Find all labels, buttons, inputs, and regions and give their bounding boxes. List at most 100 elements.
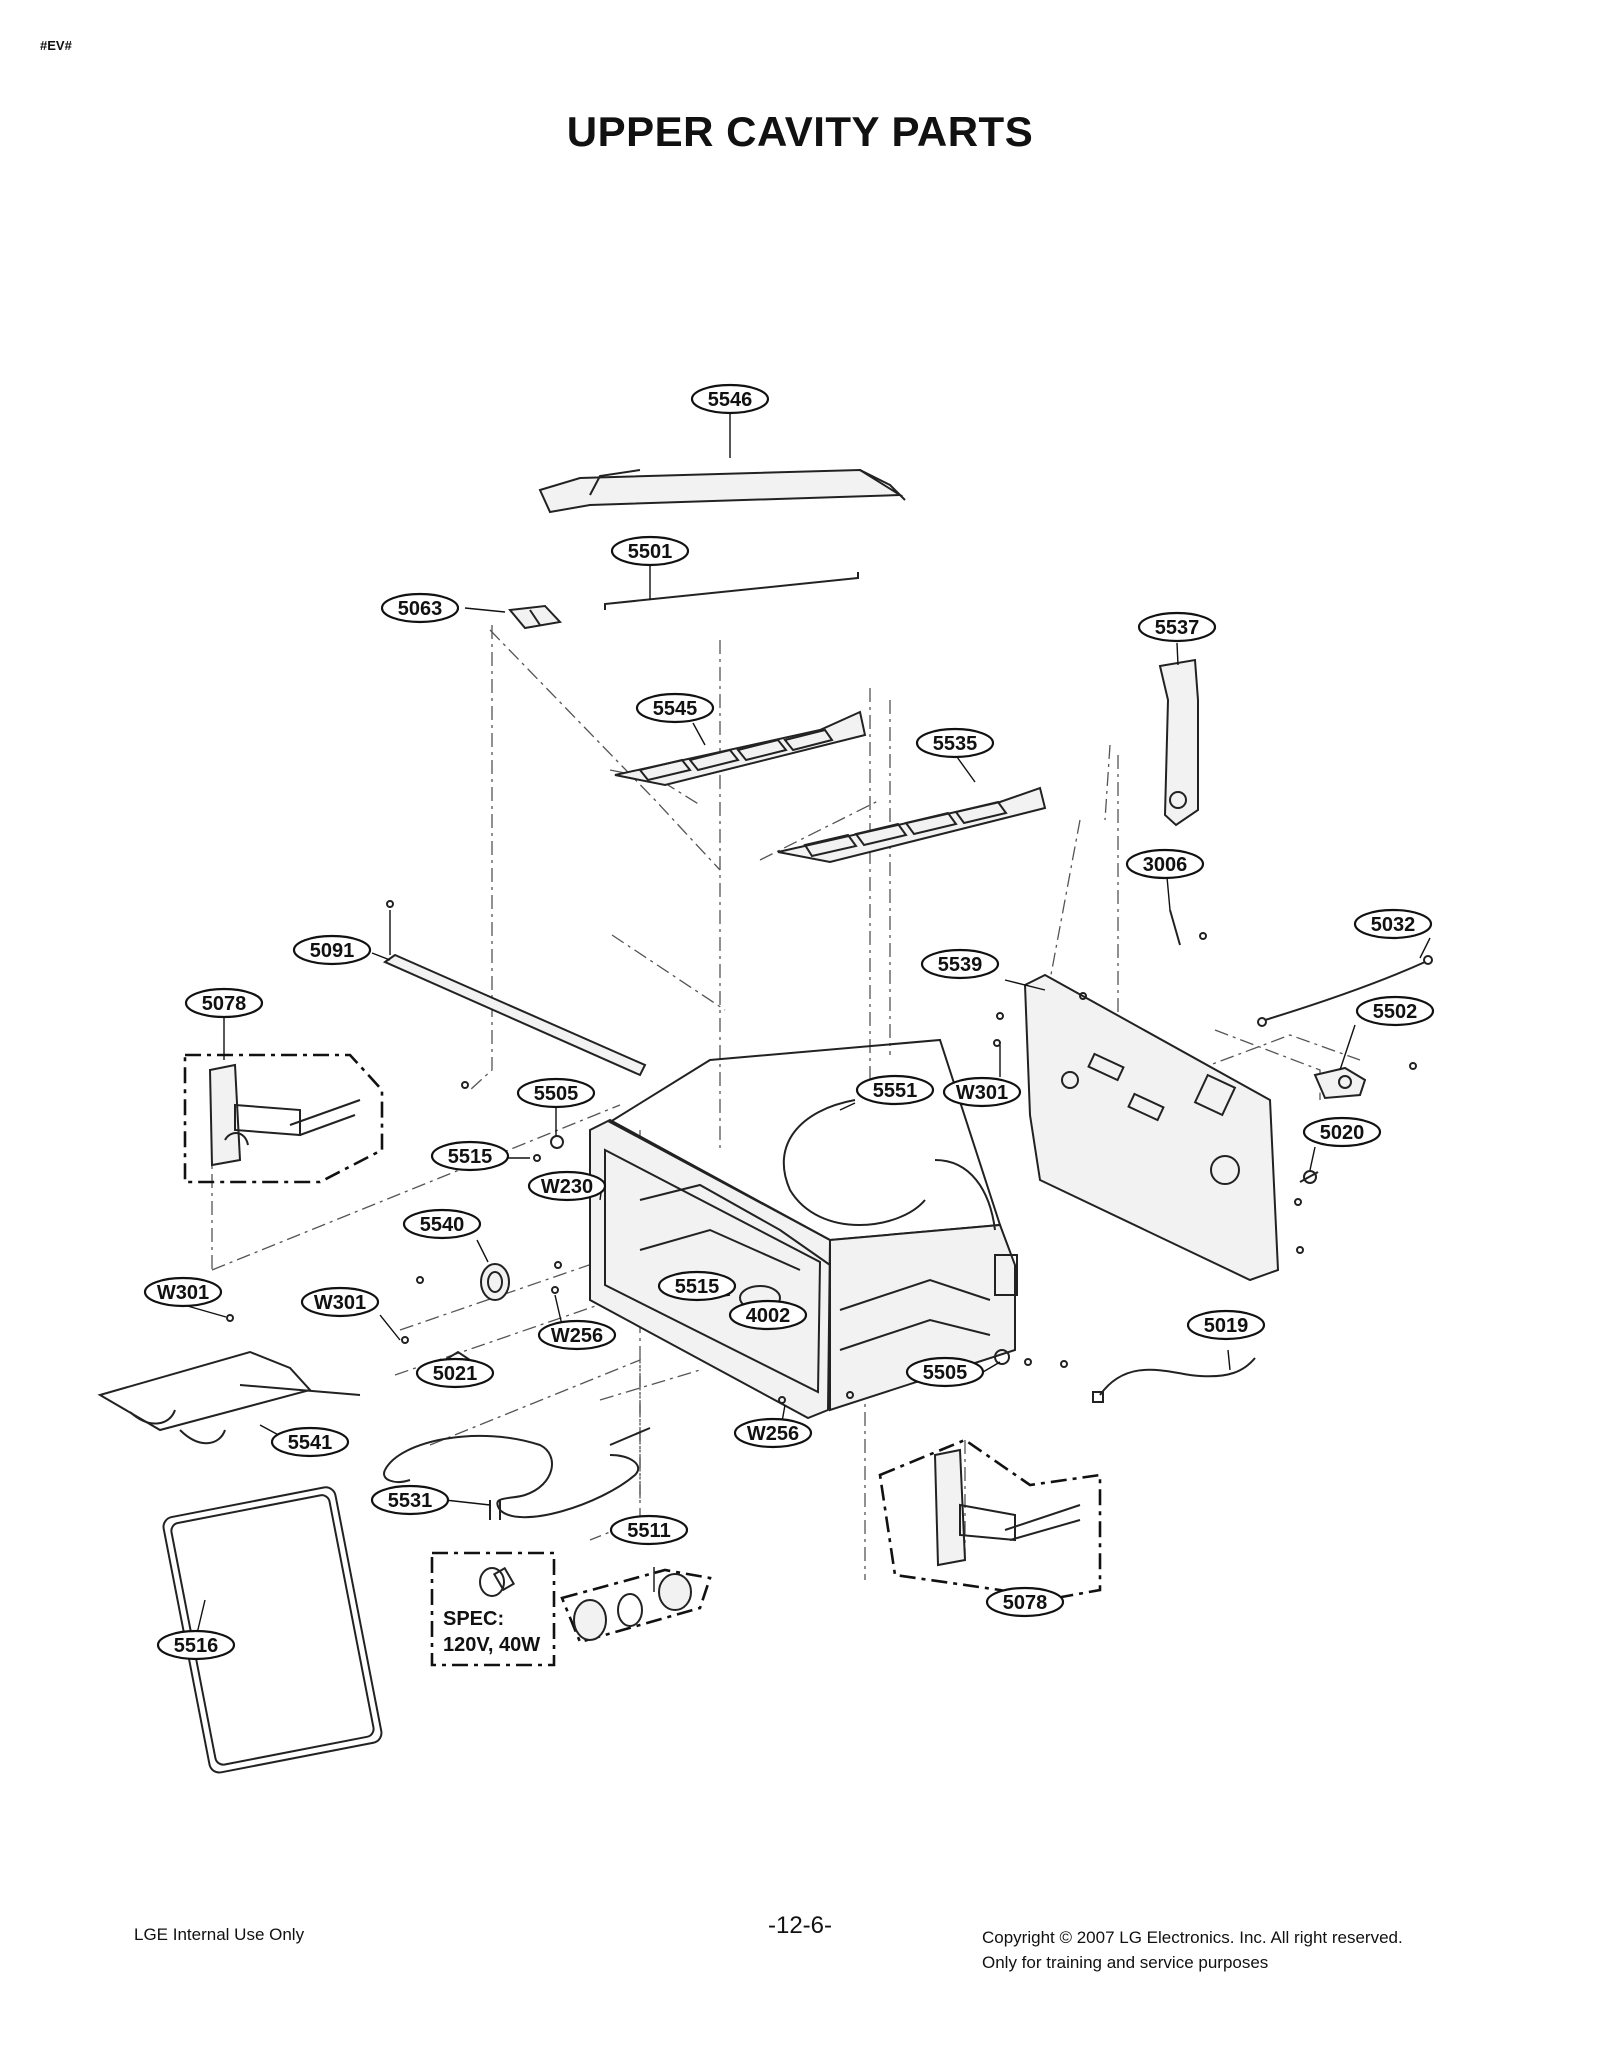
callout-ellipse <box>370 1484 450 1516</box>
callout-ellipse <box>430 1140 510 1172</box>
callout-ellipse <box>1137 611 1217 643</box>
part-5091-rail <box>382 910 647 1077</box>
callout-label: 5546 <box>708 389 753 411</box>
callout-ellipse <box>733 1417 813 1449</box>
callout-5501: 5501 <box>610 535 690 567</box>
callout-label: 5505 <box>923 1362 968 1384</box>
callout-4002: 4002 <box>728 1299 808 1331</box>
callout-ellipse <box>1125 848 1205 880</box>
part-5546-top-bracket <box>538 468 906 514</box>
part-5541-broil-element <box>97 1350 361 1445</box>
part-5501-rod <box>604 572 859 610</box>
callout-5539: 5539 <box>920 948 1000 980</box>
callout-ellipse <box>728 1299 808 1331</box>
part-5078-hinge-right <box>878 1438 1102 1602</box>
callout-5516: 5516 <box>156 1629 236 1661</box>
callout-5091: 5091 <box>292 934 372 966</box>
callout-label: 5501 <box>628 541 673 563</box>
callout-label: 5540 <box>420 1214 465 1236</box>
callout-ellipse <box>1353 908 1433 940</box>
callout-ellipse <box>184 987 264 1019</box>
callout-5019: 5019 <box>1186 1309 1266 1341</box>
callout-5078: 5078 <box>985 1586 1065 1618</box>
callout-ellipse <box>690 383 770 415</box>
callout-ellipse <box>942 1076 1022 1108</box>
callout-5551: 5551 <box>855 1074 935 1106</box>
part-5539-back-panel <box>1023 973 1280 1282</box>
callout-5020: 5020 <box>1302 1116 1382 1148</box>
callout-5021: 5021 <box>415 1357 495 1389</box>
callout-5540: 5540 <box>402 1208 482 1240</box>
callout-label: 5502 <box>1373 1001 1418 1023</box>
spec-line-2: 120V, 40W <box>443 1634 540 1656</box>
callout-label: W256 <box>551 1325 603 1347</box>
callout-ellipse <box>380 592 460 624</box>
callout-ellipse <box>270 1426 350 1458</box>
callout-w256: W256 <box>537 1319 617 1351</box>
callout-label: 3006 <box>1143 854 1188 876</box>
callout-5546: 5546 <box>690 383 770 415</box>
part-5505-nut-2 <box>994 1349 1010 1365</box>
callout-5505: 5505 <box>516 1077 596 1109</box>
screws <box>226 900 1417 1404</box>
part-5540-lamp-socket <box>480 1263 510 1301</box>
callout-label: 5021 <box>433 1363 478 1385</box>
callout-ellipse <box>1302 1116 1382 1148</box>
spec-line-1: SPEC: <box>443 1608 504 1630</box>
part-5531-bake-element <box>383 1427 651 1520</box>
callout-ellipse <box>156 1629 236 1661</box>
callout-5515: 5515 <box>657 1270 737 1302</box>
spec-box: SPEC: 120V, 40W <box>430 1551 556 1667</box>
callout-5078: 5078 <box>184 987 264 1019</box>
callout-ellipse <box>657 1270 737 1302</box>
leader-lines <box>183 413 1431 1643</box>
callout-ellipse <box>292 934 372 966</box>
callout-ellipse <box>143 1276 223 1308</box>
part-5078-hinge-left <box>183 1053 384 1184</box>
callout-ellipse <box>635 692 715 724</box>
callout-5535: 5535 <box>915 727 995 759</box>
callout-label: 5537 <box>1155 617 1200 639</box>
callout-label: 5511 <box>627 1520 670 1542</box>
callout-label: 5516 <box>174 1635 219 1657</box>
part-5020-clip <box>1299 1170 1319 1184</box>
footer-internal-use: LGE Internal Use Only <box>134 1925 305 1944</box>
callout-ellipse <box>300 1286 380 1318</box>
callout-5063: 5063 <box>380 592 460 624</box>
part-5551-gasket <box>782 1099 996 1231</box>
part-5502-bracket <box>1313 1066 1367 1100</box>
callout-ellipse <box>1186 1309 1266 1341</box>
callout-ellipse <box>527 1170 607 1202</box>
part-5535-vent-plate <box>777 786 1047 864</box>
callout-5537: 5537 <box>1137 611 1217 643</box>
callout-label: 5541 <box>288 1432 333 1454</box>
part-5511-lamp-kit <box>560 1568 712 1644</box>
callout-5515: 5515 <box>430 1140 510 1172</box>
callout-ellipse <box>905 1356 985 1388</box>
page-title: UPPER CAVITY PARTS <box>566 108 1034 155</box>
callout-label: 5020 <box>1320 1122 1365 1144</box>
callout-ellipse <box>985 1586 1065 1618</box>
callout-ellipse <box>1355 995 1435 1027</box>
callout-label: 4002 <box>746 1305 791 1327</box>
callout-5545: 5545 <box>635 692 715 724</box>
callout-label: 5078 <box>202 993 247 1015</box>
footer-training: Only for training and service purposes <box>982 1953 1269 1972</box>
footer-copyright: Copyright © 2007 LG Electronics. Inc. Al… <box>982 1928 1403 1947</box>
callout-ellipse <box>415 1357 495 1389</box>
callout-w256: W256 <box>733 1417 813 1449</box>
callout-label: 5091 <box>310 940 355 962</box>
callout-5032: 5032 <box>1353 908 1433 940</box>
callout-ellipse <box>855 1074 935 1106</box>
callouts: 5546 5501 5063 5537 5545 5535 3006 5032 5091 5539… <box>143 383 1435 1661</box>
callout-label: 5505 <box>534 1083 579 1105</box>
callout-ellipse <box>516 1077 596 1109</box>
part-5505-nut <box>550 1135 564 1149</box>
callout-label: W301 <box>157 1282 209 1304</box>
callout-3006: 3006 <box>1125 848 1205 880</box>
callout-5531: 5531 <box>370 1484 450 1516</box>
callout-label: 5515 <box>675 1276 720 1298</box>
callout-label: 5019 <box>1204 1315 1249 1337</box>
callout-label: 5545 <box>653 698 698 720</box>
